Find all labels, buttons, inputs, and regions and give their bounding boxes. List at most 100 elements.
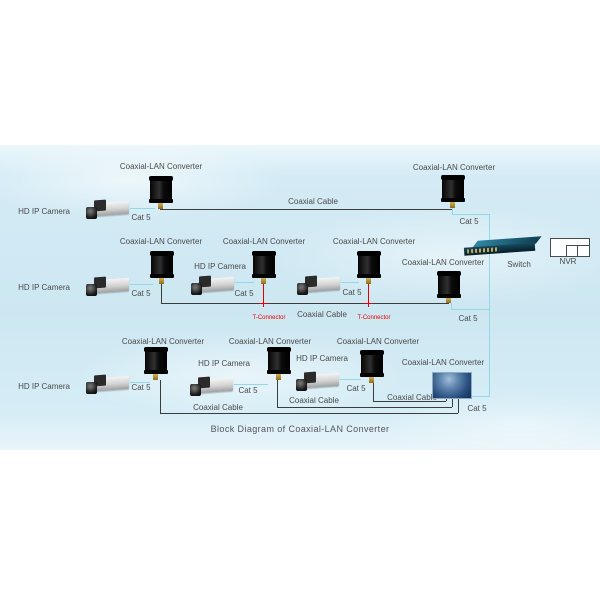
coax-r3-1-run — [160, 413, 458, 414]
hd-ip-camera-r3-1 — [86, 374, 130, 398]
bnc-connector-icon — [366, 278, 371, 284]
bnc-connector-icon — [446, 298, 451, 303]
cat5-label-r2-2: Cat 5 — [234, 289, 254, 298]
cat5-line-r1-to-switch — [452, 214, 490, 215]
nvr-label: NVR — [559, 257, 577, 266]
cat5-line-r2-2 — [235, 282, 254, 283]
hd-ip-camera-r2-1 — [86, 276, 130, 300]
coax-r3-2-drop — [277, 380, 278, 407]
coaxial-lan-converter-r2-3 — [357, 251, 381, 284]
cat5-label-r3-3: Cat 5 — [346, 384, 366, 393]
cat5-trunk-vertical — [489, 214, 490, 397]
converter-label-r2-3: Coaxial-LAN Converter — [332, 237, 416, 246]
t-connector-label-1: T-Connector — [252, 315, 286, 321]
nvr-device — [550, 238, 590, 257]
coax-r3-1-drop — [160, 380, 161, 413]
cat5-label-r2-4: Cat 5 — [458, 314, 478, 323]
coaxial-lan-converter-r2-2 — [252, 251, 276, 284]
coax-r3-3-rise — [446, 397, 447, 401]
converter-label-r1-left: Coaxial-LAN Converter — [119, 162, 203, 171]
coax-r3-2-rise — [452, 397, 453, 407]
coax-line-r1 — [160, 209, 452, 210]
hd-ip-camera-r1 — [86, 199, 130, 223]
t-connector-drop-2 — [368, 284, 369, 307]
camera-label-r1: HD IP Camera — [18, 207, 70, 216]
coaxial-lan-converter-r2-1 — [150, 251, 174, 284]
coax-r3-3-drop — [373, 383, 374, 401]
bnc-connector-icon — [261, 278, 266, 284]
converter-label-r2-4: Coaxial-LAN Converter — [401, 258, 485, 267]
camera-label-r3-3: HD IP Camera — [296, 354, 348, 363]
camera-label-r3-1: HD IP Camera — [18, 382, 70, 391]
coax-cable-label-r3-3: Coaxial Cable — [387, 393, 437, 402]
hd-ip-camera-r2-3 — [297, 275, 341, 299]
camera-lens-icon — [190, 384, 201, 396]
coax-cable-label-r3-1: Coaxial Cable — [193, 403, 243, 412]
coaxial-lan-converter-r3-2 — [267, 347, 291, 380]
cat5-line-r1-drop — [452, 208, 453, 215]
t-connector-cross-2 — [364, 303, 373, 304]
coax-r3-1-rise — [458, 397, 459, 413]
cat5-line-r2-4-drop — [451, 303, 452, 310]
nvr-cell-icon — [577, 245, 590, 257]
bnc-connector-icon — [153, 374, 158, 380]
camera-lens-icon — [86, 382, 97, 394]
bnc-connector-icon — [450, 202, 455, 208]
coaxial-lan-converter-r1-left — [149, 176, 173, 209]
bnc-connector-icon — [158, 203, 163, 209]
coaxial-lan-converter-r3-4-monitor — [432, 372, 472, 399]
coax-cable-label-r1: Coaxial Cable — [288, 197, 338, 206]
bnc-connector-icon — [369, 377, 374, 383]
camera-lens-icon — [191, 283, 202, 295]
cat5-label-r3-2: Cat 5 — [238, 386, 258, 395]
coax-bus-r2 — [161, 303, 449, 304]
t-connector-cross-1 — [259, 303, 268, 304]
converter-label-r2-2: Coaxial-LAN Converter — [222, 237, 306, 246]
converter-label-r3-1: Coaxial-LAN Converter — [121, 337, 205, 346]
camera-label-r3-2: HD IP Camera — [198, 359, 250, 368]
cat5-label-r2-3: Cat 5 — [342, 288, 362, 297]
coax-cable-label-r3-2: Coaxial Cable — [289, 396, 339, 405]
cat5-line-r2-3 — [341, 282, 359, 283]
cat5-line-r2-1 — [130, 284, 153, 285]
cat5-line-r2-4 — [451, 309, 490, 310]
hd-ip-camera-r2-2 — [191, 275, 235, 299]
converter-label-r2-1: Coaxial-LAN Converter — [119, 237, 203, 246]
cat5-line-r3-3 — [340, 379, 361, 380]
coaxial-lan-converter-r3-3 — [360, 350, 384, 383]
cat5-label-r3-1: Cat 5 — [131, 383, 151, 392]
converter-label-r3-2: Coaxial-LAN Converter — [228, 337, 312, 346]
cat5-line-r1-camera — [130, 208, 155, 209]
converter-label-r3-3: Coaxial-LAN Converter — [336, 337, 420, 346]
bnc-connector-icon — [159, 278, 164, 284]
coaxial-lan-converter-r2-4 — [437, 271, 461, 303]
coaxial-lan-converter-r3-1 — [144, 347, 168, 380]
camera-label-r2-2: HD IP Camera — [194, 262, 246, 271]
camera-lens-icon — [86, 284, 97, 296]
coax-drop-r2-left — [161, 284, 162, 303]
cat5-line-r3-1 — [130, 382, 150, 383]
bnc-connector-icon — [276, 374, 281, 380]
camera-lens-icon — [296, 379, 307, 391]
hd-ip-camera-r3-2 — [190, 376, 234, 400]
switch-label: Switch — [507, 260, 531, 269]
t-connector-drop-1 — [263, 284, 264, 307]
camera-label-r2-1: HD IP Camera — [18, 283, 70, 292]
cat5-label-r1-left: Cat 5 — [131, 213, 151, 222]
camera-lens-icon — [297, 283, 308, 295]
converter-label-r1-right: Coaxial-LAN Converter — [412, 163, 496, 172]
sky-background-band — [0, 145, 600, 450]
cat5-line-r3-4 — [470, 396, 489, 397]
coaxial-lan-converter-r1-right — [441, 175, 465, 208]
camera-lens-icon — [86, 207, 97, 219]
cat5-label-r3-4: Cat 5 — [467, 404, 487, 413]
hd-ip-camera-r3-3 — [296, 371, 340, 395]
coax-cable-label-r2: Coaxial Cable — [297, 310, 347, 319]
converter-label-r3-4: Coaxial-LAN Converter — [401, 358, 485, 367]
coax-r3-3-run — [373, 401, 446, 402]
t-connector-label-2: T-Connector — [357, 315, 391, 321]
coax-r3-2-run — [277, 407, 452, 408]
diagram-title: Block Diagram of Coaxial-LAN Converter — [210, 424, 390, 434]
cat5-label-r1-right: Cat 5 — [459, 217, 479, 226]
